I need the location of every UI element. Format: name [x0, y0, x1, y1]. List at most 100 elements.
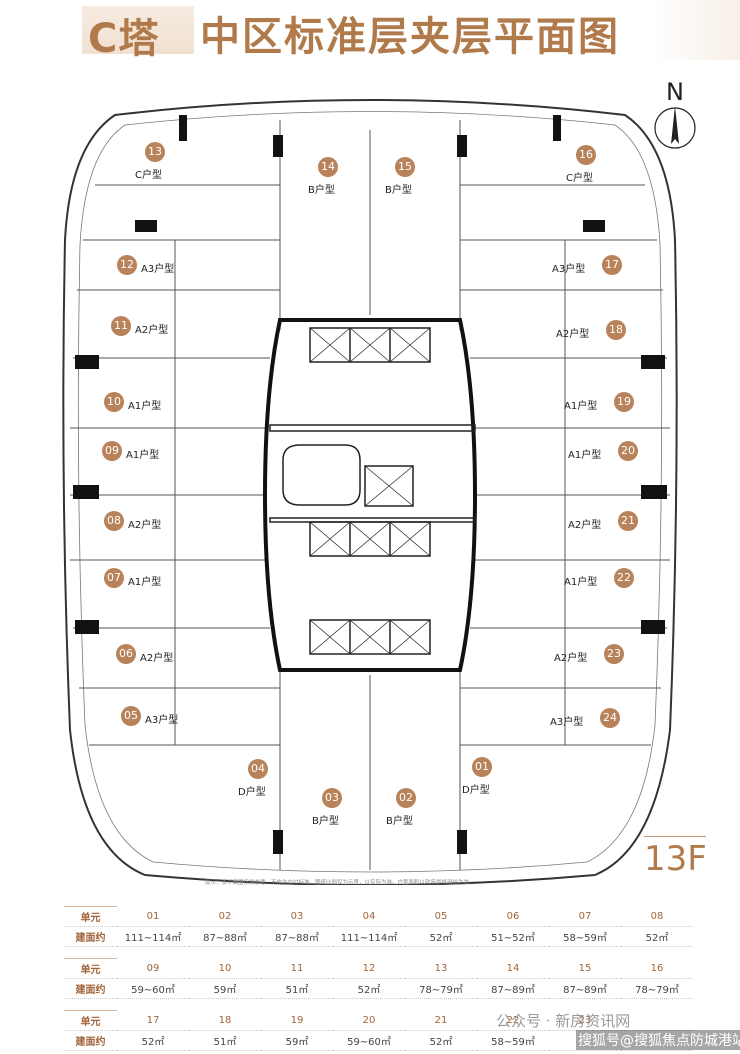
area-cell: 78~79㎡: [621, 978, 693, 999]
unit-cell: 22: [477, 1010, 549, 1031]
unit-type-label: A2户型: [556, 329, 590, 340]
unit-cell: 17: [117, 1010, 189, 1031]
unit-number-badge: 19: [614, 392, 634, 412]
unit-type-label: A2户型: [568, 520, 602, 531]
unit-cell: 12: [333, 958, 405, 979]
unit-cell: 09: [117, 958, 189, 979]
unit-number-badge: 06: [116, 644, 136, 664]
unit-cell: 06: [477, 906, 549, 927]
area-cell: 87~88㎡: [261, 926, 333, 947]
unit-cell: 02: [189, 906, 261, 927]
unit-type-label: A3户型: [141, 264, 175, 275]
unit-type-label: A1户型: [128, 401, 162, 412]
unit-number-badge: 18: [606, 320, 626, 340]
area-cell: 52㎡: [117, 1030, 189, 1051]
area-header: 建面约: [64, 1030, 117, 1051]
unit-number-badge: 11: [111, 316, 131, 336]
unit-number-badge: 07: [104, 568, 124, 588]
unit-cell: 15: [549, 958, 621, 979]
tower-label: C塔: [88, 16, 160, 62]
unit-cell: 14: [477, 958, 549, 979]
table-spacer: [64, 947, 693, 959]
unit-header: 单元: [64, 958, 117, 979]
unit-cell: 01: [117, 906, 189, 927]
unit-cell: 13: [405, 958, 477, 979]
north-label: N: [666, 78, 684, 106]
area-cell: 58~59㎡: [477, 1030, 549, 1051]
unit-type-label: A1户型: [128, 577, 162, 588]
unit-type-label: B户型: [386, 816, 413, 827]
unit-number-badge: 17: [602, 255, 622, 275]
unit-type-label: A1户型: [564, 401, 598, 412]
area-cell: 51㎡: [261, 978, 333, 999]
unit-type-label: C户型: [135, 170, 162, 181]
unit-cell: 04: [333, 906, 405, 927]
core-wall: [262, 318, 478, 672]
unit-cell: 18: [189, 1010, 261, 1031]
unit-number-badge: 05: [121, 706, 141, 726]
unit-type-label: A3户型: [552, 264, 586, 275]
unit-cell: 10: [189, 958, 261, 979]
unit-number-badge: 24: [600, 708, 620, 728]
floor-label: 13F: [644, 836, 707, 881]
table-spacer: [64, 999, 693, 1011]
unit-type-label: A2户型: [128, 520, 162, 531]
unit-number-badge: 16: [576, 145, 596, 165]
watermark-line2: 搜狐号@搜狐焦点防城港站: [576, 1030, 740, 1050]
area-cell: 59㎡: [261, 1030, 333, 1051]
area-header: 建面约: [64, 978, 117, 999]
unit-number-badge: 23: [604, 644, 624, 664]
unit-number-badge: 09: [102, 441, 122, 461]
unit-header: 单元: [64, 906, 117, 927]
north-arrow-icon: N: [654, 78, 696, 149]
unit-type-label: A1户型: [126, 450, 160, 461]
unit-cell: 03: [261, 906, 333, 927]
unit-number-badge: 22: [614, 568, 634, 588]
area-cell: 51㎡: [189, 1030, 261, 1051]
unit-cell: 23: [549, 1010, 621, 1031]
unit-cell: 08: [621, 906, 693, 927]
unit-type-label: D户型: [238, 787, 266, 798]
area-cell: 59~60㎡: [333, 1030, 405, 1051]
unit-type-label: C户型: [566, 173, 593, 184]
unit-type-label: A1户型: [568, 450, 602, 461]
unit-cell: [621, 1010, 693, 1031]
area-cell: 87~89㎡: [477, 978, 549, 999]
area-cell: 52㎡: [405, 926, 477, 947]
unit-number-badge: 15: [395, 157, 415, 177]
area-cell: 51~52㎡: [477, 926, 549, 947]
area-cell: 111~114㎡: [117, 926, 189, 947]
area-cell: 87~88㎡: [189, 926, 261, 947]
area-cell: 52㎡: [333, 978, 405, 999]
unit-type-label: A2户型: [140, 653, 174, 664]
building-inner-outline: [77, 111, 663, 873]
unit-type-label: B户型: [308, 185, 335, 196]
area-cell: 111~114㎡: [333, 926, 405, 947]
area-cell: 58~59㎡: [549, 926, 621, 947]
unit-type-label: A2户型: [554, 653, 588, 664]
unit-cell: 19: [261, 1010, 333, 1031]
area-cell: [621, 1030, 693, 1051]
page-title: 中区标准层夹层平面图: [200, 14, 620, 60]
area-cell: 78~79㎡: [405, 978, 477, 999]
area-cell: 59㎡: [189, 978, 261, 999]
unit-number-badge: 03: [322, 788, 342, 808]
unit-number-badge: 14: [318, 157, 338, 177]
unit-number-badge: 20: [618, 441, 638, 461]
disclaimer-note: 提示：该平面图仅供参考，不作为交付标准。图纸比例仅为示意，以实际为准。户型面积以…: [205, 880, 475, 886]
unit-number-badge: 21: [618, 511, 638, 531]
area-header: 建面约: [64, 926, 117, 947]
unit-number-badge: 13: [145, 142, 165, 162]
tower-badge: C塔: [82, 6, 194, 62]
unit-cell: 20: [333, 1010, 405, 1031]
area-cell: 52㎡: [621, 926, 693, 947]
area-cell: 52㎡: [405, 1030, 477, 1051]
unit-type-label: A3户型: [550, 717, 584, 728]
unit-number-badge: 02: [396, 788, 416, 808]
